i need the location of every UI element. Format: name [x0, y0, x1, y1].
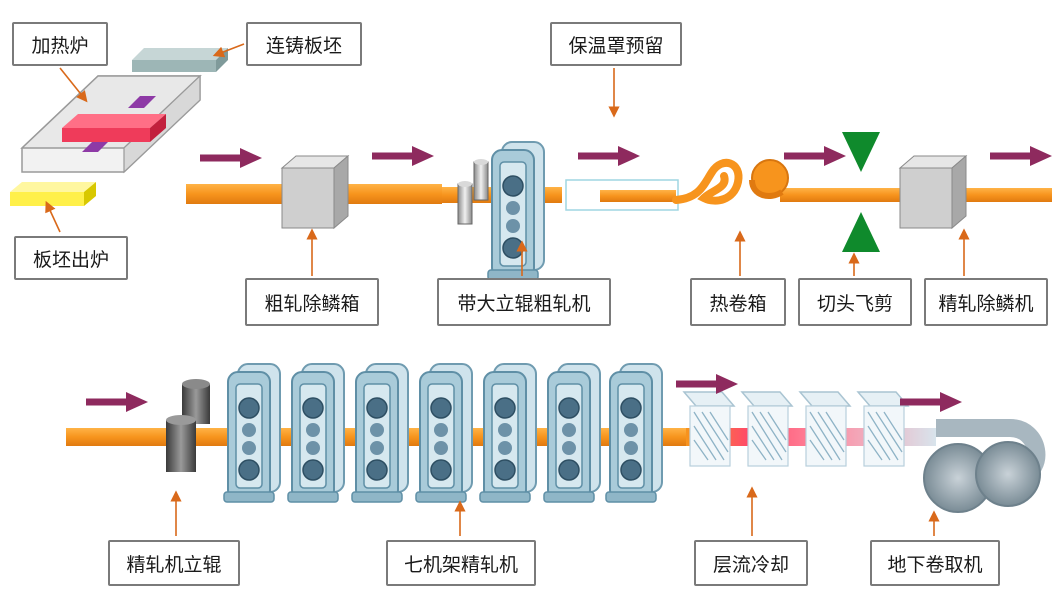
pointer-heating-furnace [59, 67, 88, 103]
furnace-outlet-marker [82, 140, 110, 152]
label-slab-out: 板坯出炉 [14, 236, 128, 280]
top-strip-finish [960, 188, 1052, 202]
cc-slab-top [132, 48, 228, 60]
flow-arrow-icon [200, 148, 262, 168]
heat-cover-frame [565, 179, 679, 211]
finishing-stand-6 [543, 363, 601, 503]
out-slab-top [10, 182, 96, 192]
hot-slab-top [62, 114, 166, 128]
label-coil-box: 热卷箱 [690, 278, 786, 326]
label-rough-mill: 带大立辊粗轧机 [437, 278, 611, 326]
finish-descale-box-side [951, 154, 967, 230]
pointer-slab-out [45, 200, 61, 233]
pointer-cc-slab [212, 43, 245, 58]
hot-slab-side [150, 114, 166, 142]
flow-arrow-icon [900, 392, 962, 412]
out-slab-front [10, 192, 84, 206]
rough-mill-stand [487, 141, 545, 281]
diagram-elements [10, 43, 1052, 536]
laminar-cooling-unit-3 [799, 391, 851, 467]
label-seven-stand: 七机架精轧机 [386, 540, 536, 586]
label-coiler: 地下卷取机 [870, 540, 1000, 586]
edger-roll-front-top [458, 181, 472, 187]
edger-roll-front [457, 183, 473, 225]
shear-blade-top [842, 132, 880, 172]
finishing-stand-1 [223, 363, 281, 503]
label-finish-edger: 精轧机立辊 [108, 540, 240, 586]
top-strip-shear [780, 188, 910, 202]
label-finish-descale: 精轧除鳞机 [924, 278, 1048, 326]
cc-slab-front [132, 60, 216, 72]
furnace-inlet-marker [128, 96, 156, 108]
edger-roll-back [473, 161, 489, 201]
flow-arrow-icon [784, 146, 846, 166]
finishing-stand-2 [287, 363, 345, 503]
coiler-2 [975, 441, 1041, 507]
label-laminar: 层流冷却 [694, 540, 808, 586]
finish-edger-roll-front [166, 420, 196, 472]
top-strip-cover [600, 190, 676, 202]
finishing-stand-7 [605, 363, 663, 503]
finish-descale-box-front [899, 167, 953, 229]
finish-edger-roll-front-top [166, 415, 196, 425]
out-slab-side [84, 182, 96, 206]
finishing-stand-4 [415, 363, 473, 503]
hot-slab-front [62, 128, 150, 142]
coil-box-right-wrap [749, 179, 784, 199]
rough-descale-box-front [281, 167, 335, 229]
flow-arrow-icon [676, 374, 738, 394]
label-crop-shear: 切头飞剪 [798, 278, 912, 326]
label-cc-slab: 连铸板坯 [246, 22, 362, 66]
laminar-cooling-unit-1 [683, 391, 735, 467]
edger-roll-back-top [474, 159, 488, 165]
flow-arrow-icon [86, 392, 148, 412]
flow-arrow-icon [990, 146, 1052, 166]
label-heat-cover: 保温罩预留 [550, 22, 682, 66]
label-rough-descale: 粗轧除鳞箱 [245, 278, 379, 326]
coil-box-left-coil [672, 158, 743, 205]
laminar-cooling-unit-2 [741, 391, 793, 467]
label-heating-furnace: 加热炉 [12, 22, 108, 66]
flow-arrow-icon [578, 146, 640, 166]
finish-edger-roll-back-top [182, 379, 210, 389]
rough-descale-box-side [333, 154, 349, 230]
shear-blade-bottom [842, 212, 880, 252]
flow-arrow-icon [372, 146, 434, 166]
finishing-stand-5 [479, 363, 537, 503]
finishing-stand-3 [351, 363, 409, 503]
